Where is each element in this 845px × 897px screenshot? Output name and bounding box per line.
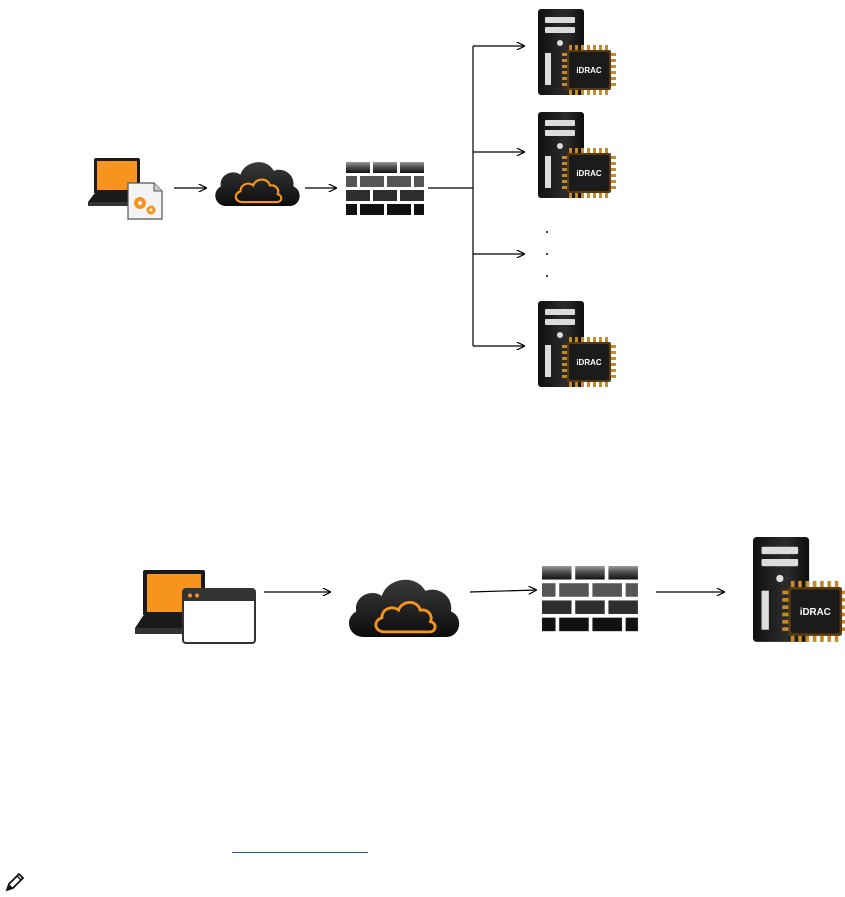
server-main: iDRAC bbox=[753, 537, 845, 642]
server-icon bbox=[753, 537, 845, 642]
note-pencil-icon bbox=[4, 871, 26, 893]
server-3: iDRAC bbox=[538, 301, 616, 387]
cloud-icon bbox=[215, 162, 299, 206]
server-2: iDRAC bbox=[538, 112, 616, 198]
diagram-2: iDRAC bbox=[135, 537, 845, 643]
hyperlink-underline[interactable] bbox=[232, 852, 368, 853]
gear-icon bbox=[128, 183, 162, 219]
firewall-icon bbox=[346, 162, 424, 215]
idrac-chip-label: iDRAC bbox=[576, 169, 602, 178]
idrac-chip-label: iDRAC bbox=[576, 358, 602, 367]
server-icon bbox=[538, 112, 616, 198]
firewall-icon bbox=[542, 566, 638, 631]
ellipsis-dots bbox=[546, 231, 548, 277]
diagram-1: iDRAC iDRAC iDRAC bbox=[88, 9, 616, 387]
cloud-icon bbox=[349, 580, 459, 637]
idrac-chip-label: iDRAC bbox=[576, 66, 602, 75]
browser-window-icon bbox=[183, 589, 255, 643]
server-icon bbox=[538, 301, 616, 387]
branch-connector bbox=[428, 46, 524, 346]
server-1: iDRAC bbox=[538, 9, 616, 95]
arrow-cloud-to-firewall bbox=[470, 590, 536, 592]
server-icon bbox=[538, 9, 616, 95]
idrac-chip-label: iDRAC bbox=[800, 607, 831, 618]
